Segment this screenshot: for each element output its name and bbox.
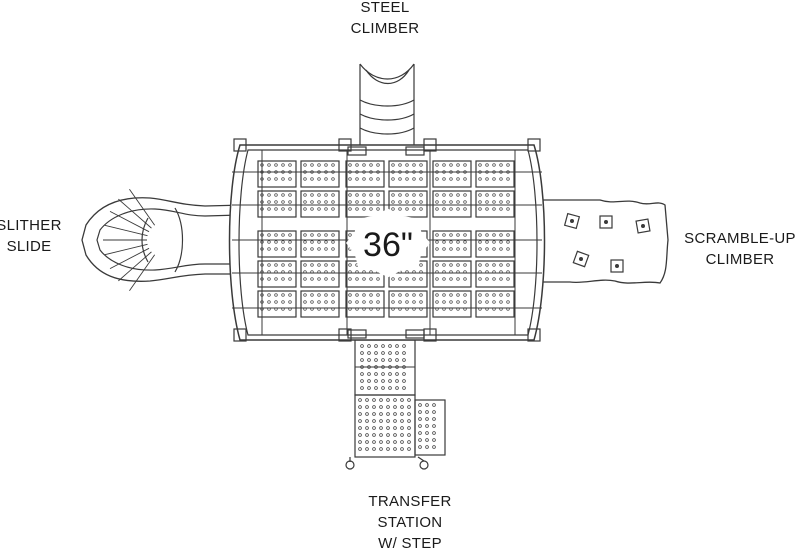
deck-panel [345, 190, 385, 218]
slide-rib [109, 210, 150, 233]
deck-panel [300, 290, 340, 318]
steel-climber-label: STEEL CLIMBER [330, 0, 440, 39]
deck-panel [257, 160, 297, 188]
climbing-hold-bolt [615, 264, 619, 268]
slide-rib [129, 254, 156, 292]
deck-post-clamp [527, 138, 541, 152]
transfer-footing-left [345, 460, 355, 470]
slither-slide-label-line-2: SLIDE [6, 238, 52, 255]
transfer-station-label-line-2: STATION [377, 514, 443, 531]
climbing-hold [572, 250, 590, 268]
deck-panel [432, 160, 472, 188]
scramble-up-climber [540, 199, 669, 284]
climber-top-curve [359, 63, 415, 80]
climber-rails [359, 64, 415, 148]
steel-climber [359, 63, 415, 148]
deck-panel [257, 190, 297, 218]
climber-rung [359, 99, 415, 107]
transfer-station-label-line-3: W/ STEP [378, 535, 442, 552]
transfer-clamp [347, 329, 367, 339]
climbing-hold [599, 215, 613, 229]
slide-rib [109, 247, 150, 270]
deck-height-label: 36" [363, 226, 413, 264]
climbing-hold-bolt [641, 224, 645, 228]
transfer-station-label-line-1: TRANSFER [368, 493, 452, 510]
deck-panel [388, 160, 428, 188]
climbing-hold [563, 212, 581, 230]
slither-slide [81, 188, 246, 292]
deck-panel [300, 190, 340, 218]
deck-panel [257, 230, 297, 258]
slide-outline [81, 197, 246, 282]
deck-panel [432, 230, 472, 258]
transfer-footing-right [419, 460, 429, 470]
deck-post-clamp [423, 138, 437, 152]
deck-panel [388, 290, 428, 318]
deck-panel [300, 260, 340, 288]
slide-bend [174, 207, 184, 273]
climber-rung [359, 113, 415, 121]
main-deck: 36" [228, 138, 546, 342]
deck-panel [475, 260, 515, 288]
climbing-hold-bolt [604, 220, 608, 224]
slide-rib [129, 188, 156, 226]
slither-slide-label: SLITHER SLIDE [0, 215, 64, 257]
deck-panel [475, 290, 515, 318]
deck-post-clamp [233, 328, 247, 342]
transfer-step [414, 399, 446, 456]
transfer-lower-deck [354, 394, 416, 458]
scramble-up-climber-label: SCRAMBLE-UP CLIMBER [680, 228, 800, 270]
deck-post-clamp [527, 328, 541, 342]
transfer-station-label: TRANSFER STATION W/ STEP [355, 491, 465, 554]
climber-clamp [405, 146, 425, 156]
transfer-clamp [405, 329, 425, 339]
climbing-hold-bolt [579, 257, 583, 261]
transfer-station [345, 339, 446, 470]
deck-panel [257, 290, 297, 318]
climbing-hold-bolt [570, 219, 574, 223]
scramble-panel [540, 199, 669, 284]
slide-fan-arc [141, 217, 149, 263]
slide-inner-rim [96, 208, 241, 271]
steel-climber-label-line-1: STEEL [360, 0, 410, 16]
deck-panel [300, 230, 340, 258]
scramble-up-label-line-1: SCRAMBLE-UP [684, 230, 796, 247]
height-badge-bg [346, 208, 430, 278]
scramble-up-label-line-2: CLIMBER [705, 251, 775, 268]
deck-panel [345, 290, 385, 318]
climber-top-curve-inner [365, 69, 410, 85]
slide-rib [104, 243, 148, 256]
deck-panel [475, 160, 515, 188]
deck-panel [432, 260, 472, 288]
slither-slide-label-line-1: SLITHER [0, 217, 62, 234]
steel-climber-label-line-2: CLIMBER [350, 20, 420, 37]
transfer-post [417, 456, 425, 462]
climbing-hold [610, 259, 624, 273]
climber-clamp [347, 146, 367, 156]
deck-post-clamp [233, 138, 247, 152]
deck-post-clamp [338, 138, 352, 152]
climber-rung [359, 127, 415, 135]
deck-panel [432, 290, 472, 318]
deck-panel [432, 190, 472, 218]
deck-post-clamp [338, 328, 352, 342]
slide-rib [104, 224, 148, 237]
deck-panel [345, 160, 385, 188]
deck-panel [475, 230, 515, 258]
deck-panel [475, 190, 515, 218]
deck-panel [300, 160, 340, 188]
deck-panel [257, 260, 297, 288]
climbing-hold [635, 218, 651, 234]
